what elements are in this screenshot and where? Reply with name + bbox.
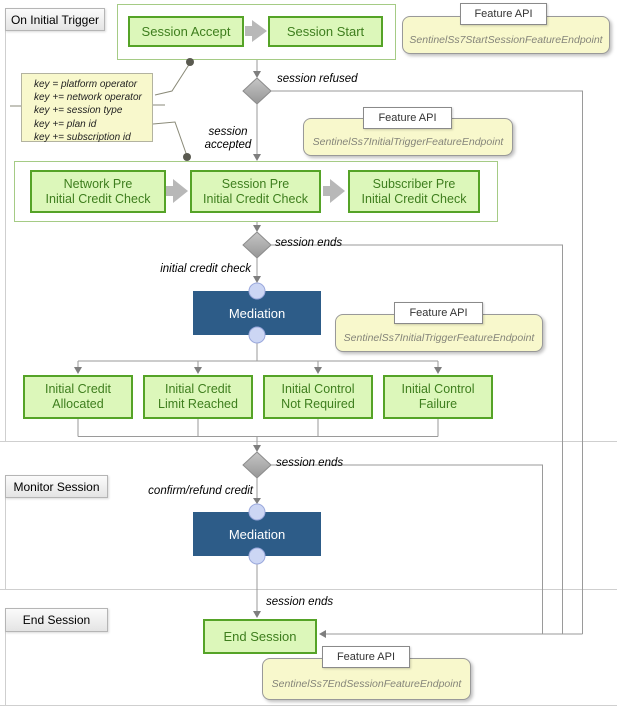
note-anchor-dot-icon (183, 153, 191, 161)
key-note: key = platform operator key += network o… (21, 73, 153, 143)
key-note-line: key = platform operator (34, 79, 138, 90)
accept-start-container (117, 4, 396, 60)
edge-label-session-ends-3: session ends (266, 596, 334, 608)
edge-label-session-ends-2: session ends (276, 457, 344, 469)
decision-diamond-session-refused (242, 77, 272, 105)
decision-diamond-session-ends-2 (242, 451, 272, 479)
key-note-line: key += subscription id (34, 131, 131, 143)
node-line: Limit Reached (158, 397, 238, 411)
section-label-monitor-session: Monitor Session (5, 475, 108, 498)
node-mediation-1: Mediation (193, 291, 321, 335)
node-line: Initial Credit Check (45, 191, 151, 206)
node-line: Session Pre (221, 176, 290, 191)
section-label-end-session: End Session (5, 608, 108, 632)
callout-initial-trigger-mediation-title: Feature API (394, 302, 483, 324)
precheck-container (14, 161, 498, 222)
node-line: Initial Credit Check (203, 191, 308, 206)
edge-label-confirm-refund-credit: confirm/refund credit (148, 485, 253, 497)
node-line: Network Pre (63, 176, 133, 191)
callout-end-session-title: Feature API (322, 646, 410, 668)
node-session-start: Session Start (268, 16, 383, 47)
node-line: Failure (418, 397, 458, 411)
node-mediation-2: Mediation (193, 512, 321, 556)
key-note-line: key += plan id (34, 118, 97, 130)
key-note-line: key += session type (34, 105, 123, 117)
node-line: Subscriber Pre (372, 176, 456, 191)
note-anchor-dots (183, 58, 194, 161)
callout-initial-trigger-title: Feature API (363, 107, 452, 129)
node-line: Allocated (52, 397, 104, 411)
node-session-accept: Session Accept (128, 16, 244, 47)
node-line: Initial Control (401, 382, 475, 396)
edge-label-session-refused: session refused (277, 73, 358, 85)
node-line: Initial Credit Check (361, 191, 467, 206)
callout-start-session-title: Feature API (460, 3, 547, 25)
node-line: Initial Credit (45, 382, 111, 396)
edge-label-line: accepted (204, 138, 252, 151)
node-line: Initial Control (281, 382, 355, 396)
node-line: Not Required (281, 397, 355, 411)
decision-diamond-session-ends-1 (242, 231, 272, 259)
edge-label-line: session (208, 126, 248, 138)
edge-label-session-ends-1: session ends (275, 237, 343, 249)
edge-label-initial-credit-check: initial credit check (160, 263, 251, 275)
node-line: Initial Credit (165, 382, 231, 396)
key-note-line: key += network operator (34, 92, 142, 104)
node-end-session: End Session (203, 619, 317, 654)
edge-label-session-accepted: session accepted (203, 126, 253, 151)
section-label-on-initial-trigger: On Initial Trigger (5, 8, 105, 31)
